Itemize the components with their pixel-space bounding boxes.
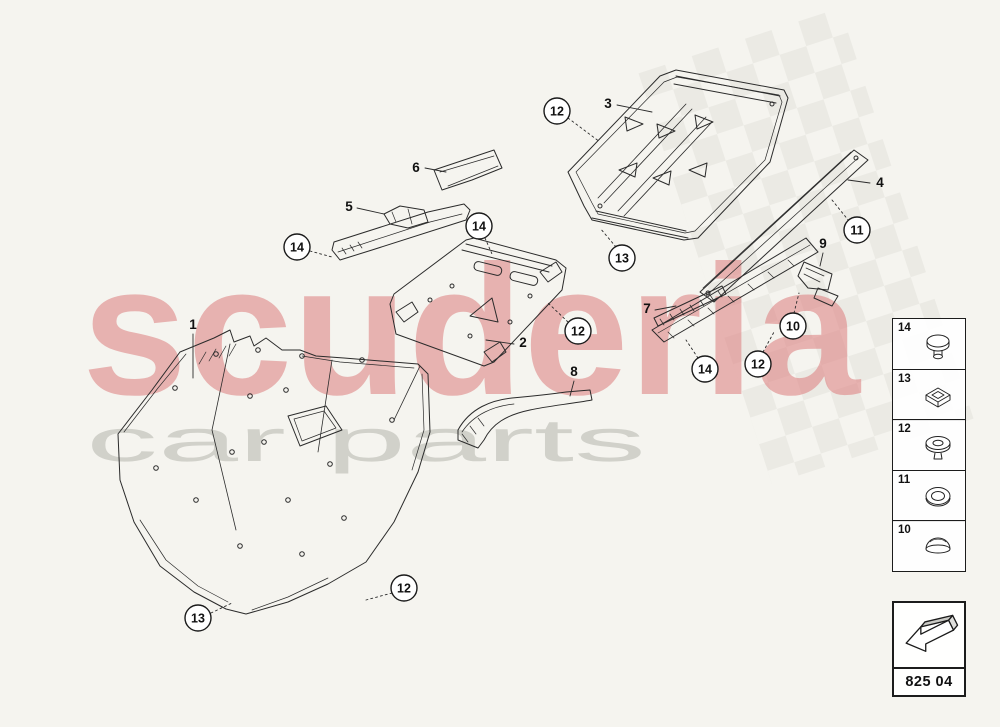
- svg-text:12: 12: [397, 582, 411, 596]
- callout-14-center: 14: [465, 212, 493, 240]
- panel-part-2: [389, 237, 567, 367]
- part-label-4: 4: [876, 175, 884, 190]
- legend-item-11: 11: [892, 469, 966, 522]
- legend-number: 13: [898, 372, 911, 385]
- legend-item-14: 14: [892, 318, 966, 370]
- clip-nut-icon: [925, 387, 951, 407]
- callout-13-mid: 13: [608, 244, 636, 272]
- svg-text:14: 14: [472, 220, 486, 234]
- brand-watermark: scuderia car parts: [82, 228, 862, 474]
- label-pointer-lines: [192, 104, 871, 397]
- watermark-title: scuderia: [82, 228, 862, 434]
- part-label-8: 8: [570, 364, 578, 379]
- part-label-2: 2: [519, 335, 527, 350]
- part-labels: 1 2 3 4 5 6 7 8 9: [189, 96, 884, 379]
- direction-arrow-area: [894, 603, 964, 667]
- svg-text:14: 14: [698, 363, 712, 377]
- callout-12-right: 12: [744, 350, 772, 378]
- fastener-legend: 14 13 12: [892, 318, 966, 572]
- legend-number: 14: [898, 322, 911, 334]
- direction-arrow-icon: [905, 614, 959, 652]
- strip-part-7: [653, 285, 727, 327]
- legend-number: 11: [898, 473, 911, 486]
- grommet-icon: [925, 486, 951, 506]
- callout-leader-lines: [210, 117, 850, 614]
- part-label-7: 7: [643, 301, 651, 316]
- svg-text:13: 13: [615, 252, 629, 266]
- tray-part-1: [117, 329, 431, 615]
- callout-12-bottom: 12: [390, 574, 418, 602]
- callout-14-left: 14: [283, 233, 311, 261]
- legend-item-13: 13: [892, 368, 966, 421]
- strip-part-4-lower: [651, 237, 819, 343]
- strap-part-8: [457, 389, 593, 449]
- callout-12-top: 12: [543, 97, 571, 125]
- fastener-callouts: 12 13 11 10 12 14: [184, 97, 871, 632]
- part-label-9: 9: [819, 236, 827, 251]
- svg-text:10: 10: [786, 320, 800, 334]
- panel-part-3: [567, 69, 789, 241]
- part-label-1: 1: [189, 317, 197, 332]
- svg-text:14: 14: [290, 241, 304, 255]
- callout-12-center: 12: [564, 317, 592, 345]
- rail-part-5: [331, 203, 471, 261]
- part-label-5: 5: [345, 199, 353, 214]
- svg-text:12: 12: [571, 325, 585, 339]
- part-label-6: 6: [412, 160, 420, 175]
- svg-text:13: 13: [191, 612, 205, 626]
- panel-part-6: [433, 149, 503, 191]
- dome-head-rivet-icon: [926, 334, 950, 360]
- legend-item-12: 12: [892, 419, 966, 471]
- callout-11: 11: [843, 216, 871, 244]
- legend-number: 10: [898, 524, 911, 536]
- checkered-flag-watermark: [638, 7, 974, 485]
- callout-10: 10: [779, 312, 807, 340]
- part-group-box: 825 04: [892, 601, 966, 697]
- legend-item-10: 10: [892, 520, 966, 572]
- legend-number: 12: [898, 423, 911, 435]
- part-label-3: 3: [604, 96, 612, 111]
- svg-text:11: 11: [850, 224, 863, 238]
- cap-grommet-icon: [925, 537, 951, 554]
- watermark-subtitle: car parts: [86, 407, 646, 474]
- callout-13-bottom: 13: [184, 604, 212, 632]
- svg-text:12: 12: [751, 358, 765, 372]
- part-group-code: 825 04: [894, 667, 964, 695]
- push-rivet-icon: [925, 436, 951, 460]
- bracket-part-9: [797, 261, 839, 307]
- svg-text:12: 12: [550, 105, 564, 119]
- callout-14-right: 14: [691, 355, 719, 383]
